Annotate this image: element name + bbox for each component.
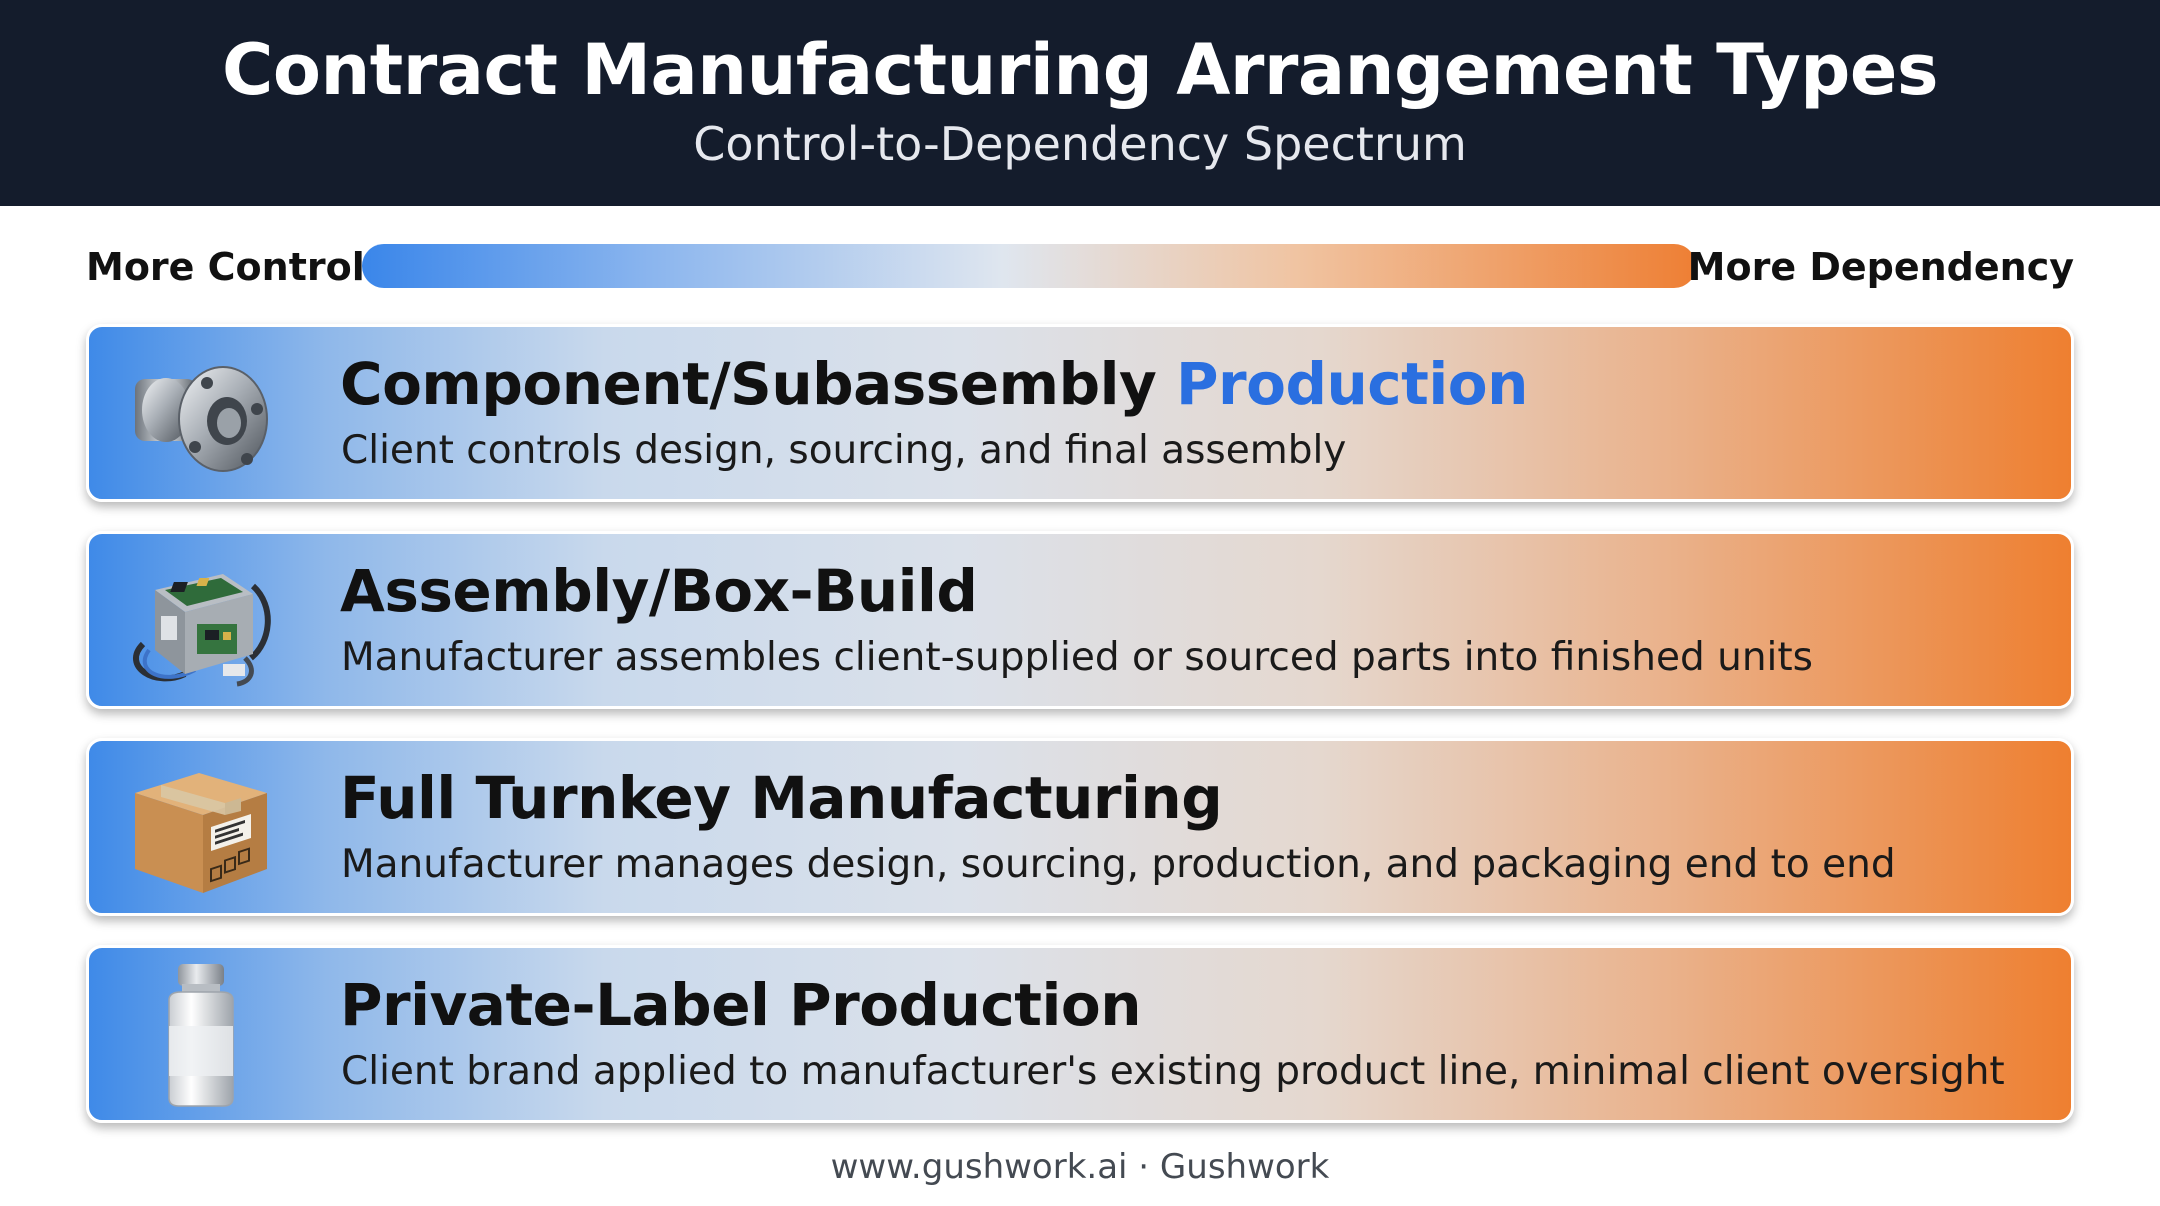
arrangement-card-box-build: Assembly/Box-Build Manufacturer assemble… <box>86 531 2074 709</box>
arrangement-list: Component/Subassembly Production Client … <box>86 324 2074 1152</box>
arrangement-title-main: Full Turnkey Manufacturing <box>340 764 1223 832</box>
arrangement-title: Full Turnkey Manufacturing <box>340 761 1223 835</box>
arrangement-title: Assembly/Box-Build <box>340 554 978 628</box>
product-bottle-icon <box>168 964 234 1107</box>
arrangement-card-component: Component/Subassembly Production Client … <box>86 324 2074 502</box>
arrangement-description: Client brand applied to manufacturer's e… <box>341 1049 2005 1094</box>
arrangement-title: Component/Subassembly Production <box>340 347 1528 421</box>
page-subtitle: Control-to-Dependency Spectrum <box>693 117 1467 171</box>
arrangement-title-accent: Production <box>1175 350 1528 418</box>
arrangement-description: Manufacturer assembles client-supplied o… <box>341 635 1813 680</box>
circuit-assembly-icon <box>133 574 271 687</box>
machined-part-icon <box>135 366 268 472</box>
spectrum-left-label: More Control <box>86 245 365 289</box>
arrangement-card-private-label: Private-Label Production Client brand ap… <box>86 945 2074 1123</box>
arrangement-description: Client controls design, sourcing, and fi… <box>341 428 1347 473</box>
spectrum-gradient-bar <box>362 244 1696 288</box>
arrangement-card-turnkey: Full Turnkey Manufacturing Manufacturer … <box>86 738 2074 916</box>
spectrum-right-label: More Dependency <box>1687 245 2074 289</box>
shipping-box-icon <box>135 773 267 893</box>
footer-credit: www.gushwork.ai · Gushwork <box>830 1147 1330 1187</box>
arrangement-title: Private-Label Production <box>340 968 1142 1042</box>
header-banner: Contract Manufacturing Arrangement Types… <box>0 0 2160 206</box>
arrangement-title-main: Private-Label Production <box>340 971 1142 1039</box>
page-title: Contract Manufacturing Arrangement Types <box>222 29 1939 111</box>
arrangement-title-main: Assembly/Box-Build <box>340 557 978 625</box>
arrangement-title-main: Component/Subassembly <box>340 350 1176 418</box>
arrangement-description: Manufacturer manages design, sourcing, p… <box>341 842 1896 887</box>
